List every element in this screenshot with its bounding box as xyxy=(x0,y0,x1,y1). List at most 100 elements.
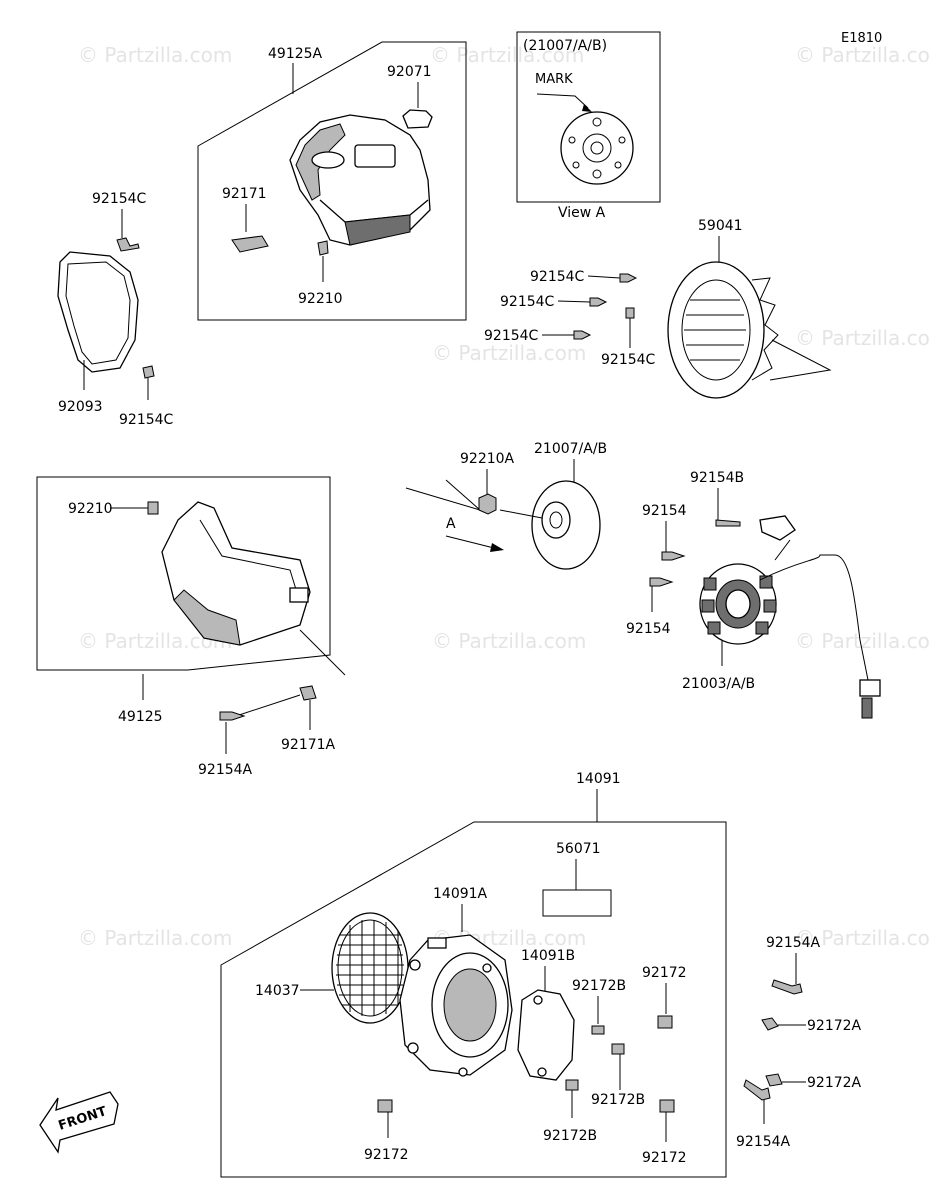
part-label-14091B: 14091B xyxy=(521,948,575,964)
diagram-code: E1810 xyxy=(841,31,882,46)
part-label-92093: 92093 xyxy=(58,399,103,415)
bolt-92172B xyxy=(611,1043,625,1055)
arrow-icon xyxy=(39,1091,119,1154)
axis-line xyxy=(499,509,543,519)
bolt-92172A xyxy=(761,1017,779,1031)
bolt-92172B xyxy=(565,1079,579,1091)
mark-arrow xyxy=(536,93,589,109)
pad-92071 xyxy=(402,109,433,129)
part-label-92154C: 92154C xyxy=(601,352,656,368)
cover-14091B xyxy=(517,989,575,1081)
group-14091: 14091 56071 14091A 14037 xyxy=(220,771,727,1178)
part-label-92171: 92171 xyxy=(222,186,267,202)
axis-line xyxy=(769,339,832,381)
part-label-92210: 92210 xyxy=(68,501,113,517)
clamp xyxy=(759,515,796,541)
view-a-box: (21007/A/B) MARK View A xyxy=(516,31,661,221)
watermarks: © Partzilla.com © Partzilla.com © Partzi… xyxy=(78,43,929,950)
part-label-92154A: 92154A xyxy=(736,1134,791,1150)
group-stator: 92154B 92154 92154 21003/A/B xyxy=(626,470,881,719)
group-49125A: 49125A 92071 92171 92210 xyxy=(197,41,467,321)
leader-line xyxy=(557,300,591,303)
part-label-92172B: 92172B xyxy=(572,978,626,994)
bolt-92154A xyxy=(743,1079,771,1101)
part-label-92154C: 92154C xyxy=(119,412,174,428)
part-label-92154A: 92154A xyxy=(198,762,253,778)
part-label-92154: 92154 xyxy=(626,621,671,637)
bolt xyxy=(573,330,592,340)
shroud-upper-part xyxy=(289,114,431,246)
nut-92210 xyxy=(317,240,329,256)
bolt xyxy=(589,297,608,307)
mark-label: MARK xyxy=(535,72,573,87)
part-label-92154C: 92154C xyxy=(92,191,147,207)
group-gasket: 92154C 92093 92154C xyxy=(57,191,174,428)
wire-harness xyxy=(759,554,869,681)
axis-line xyxy=(405,479,481,511)
group-flywheel: 92210A 21007/A/B A xyxy=(405,441,607,570)
watermark: © Partzilla.com xyxy=(78,926,232,950)
hub-bore xyxy=(590,141,604,155)
grille-14037 xyxy=(331,912,409,1024)
part-label-14091A: 14091A xyxy=(433,886,488,902)
part-label-92071: 92071 xyxy=(387,64,432,80)
watermark: © Partzilla.com xyxy=(432,629,586,653)
view-ref-label: (21007/A/B) xyxy=(523,38,607,54)
watermark: © Partzilla.com xyxy=(432,341,586,365)
nut-92210A xyxy=(478,493,497,515)
part-label-59041: 59041 xyxy=(698,218,743,234)
part-label-92154: 92154 xyxy=(642,503,687,519)
view-arrow xyxy=(445,535,495,549)
front-arrow: FRONT xyxy=(39,1091,119,1154)
part-label-92154C: 92154C xyxy=(484,328,539,344)
watermark: © Partzilla.com xyxy=(795,326,929,350)
nut-92210 xyxy=(147,501,159,515)
group-49125: 92210 49125 92171A 92154A xyxy=(36,476,346,778)
part-label-92172B: 92172B xyxy=(543,1128,597,1144)
watermark: © Partzilla.com xyxy=(430,43,584,67)
bolt-92154 xyxy=(661,551,686,561)
bolt-92154A xyxy=(219,711,246,721)
part-label-92154C: 92154C xyxy=(500,294,555,310)
group-frame xyxy=(220,821,727,1178)
part-label-49125: 49125 xyxy=(118,709,163,725)
hub-ring xyxy=(582,133,612,163)
clip-92171A xyxy=(299,685,317,701)
watermark: © Partzilla.com xyxy=(795,926,929,950)
view-caption: View A xyxy=(558,205,606,221)
label-56071 xyxy=(542,889,612,917)
part-label-14037: 14037 xyxy=(255,983,300,999)
part-label-21007: 21007/A/B xyxy=(534,441,607,457)
housing-14091A xyxy=(399,934,513,1077)
view-frame xyxy=(516,31,661,203)
part-label-49125A: 49125A xyxy=(268,46,323,62)
bolt-92172B xyxy=(591,1025,605,1035)
part-label-21003: 21003/A/B xyxy=(682,676,755,692)
leader-line xyxy=(235,694,301,717)
connector xyxy=(859,679,881,697)
part-label-92171A: 92171A xyxy=(281,737,336,753)
part-label-92172A: 92172A xyxy=(807,1075,862,1091)
part-label-92154B: 92154B xyxy=(690,470,744,486)
bolt-92154A xyxy=(771,979,803,995)
leader-line xyxy=(299,629,346,676)
arrow-head xyxy=(582,104,592,112)
bolt-92154C xyxy=(116,237,140,252)
watermark: © Partzilla.com xyxy=(78,43,232,67)
flywheel-face xyxy=(560,111,634,185)
group-frame xyxy=(36,476,331,671)
group-fan: 59041 92154C 92154C 92154C 92154C xyxy=(484,218,832,399)
clip-92171 xyxy=(231,235,269,253)
bolt xyxy=(625,307,635,319)
bolt-92172 xyxy=(377,1099,393,1113)
watermark: © Partzilla.com xyxy=(795,43,929,67)
group-right-bolts: 92154A 92172A 92172A 92154A xyxy=(736,935,862,1150)
part-label-92210: 92210 xyxy=(298,291,343,307)
arrow-head xyxy=(490,543,504,552)
bolt-92172 xyxy=(657,1015,673,1029)
gasket-92093 xyxy=(57,251,139,373)
part-label-92210A: 92210A xyxy=(460,451,515,467)
part-label-92172B: 92172B xyxy=(591,1092,645,1108)
screw-92154B xyxy=(715,519,741,527)
